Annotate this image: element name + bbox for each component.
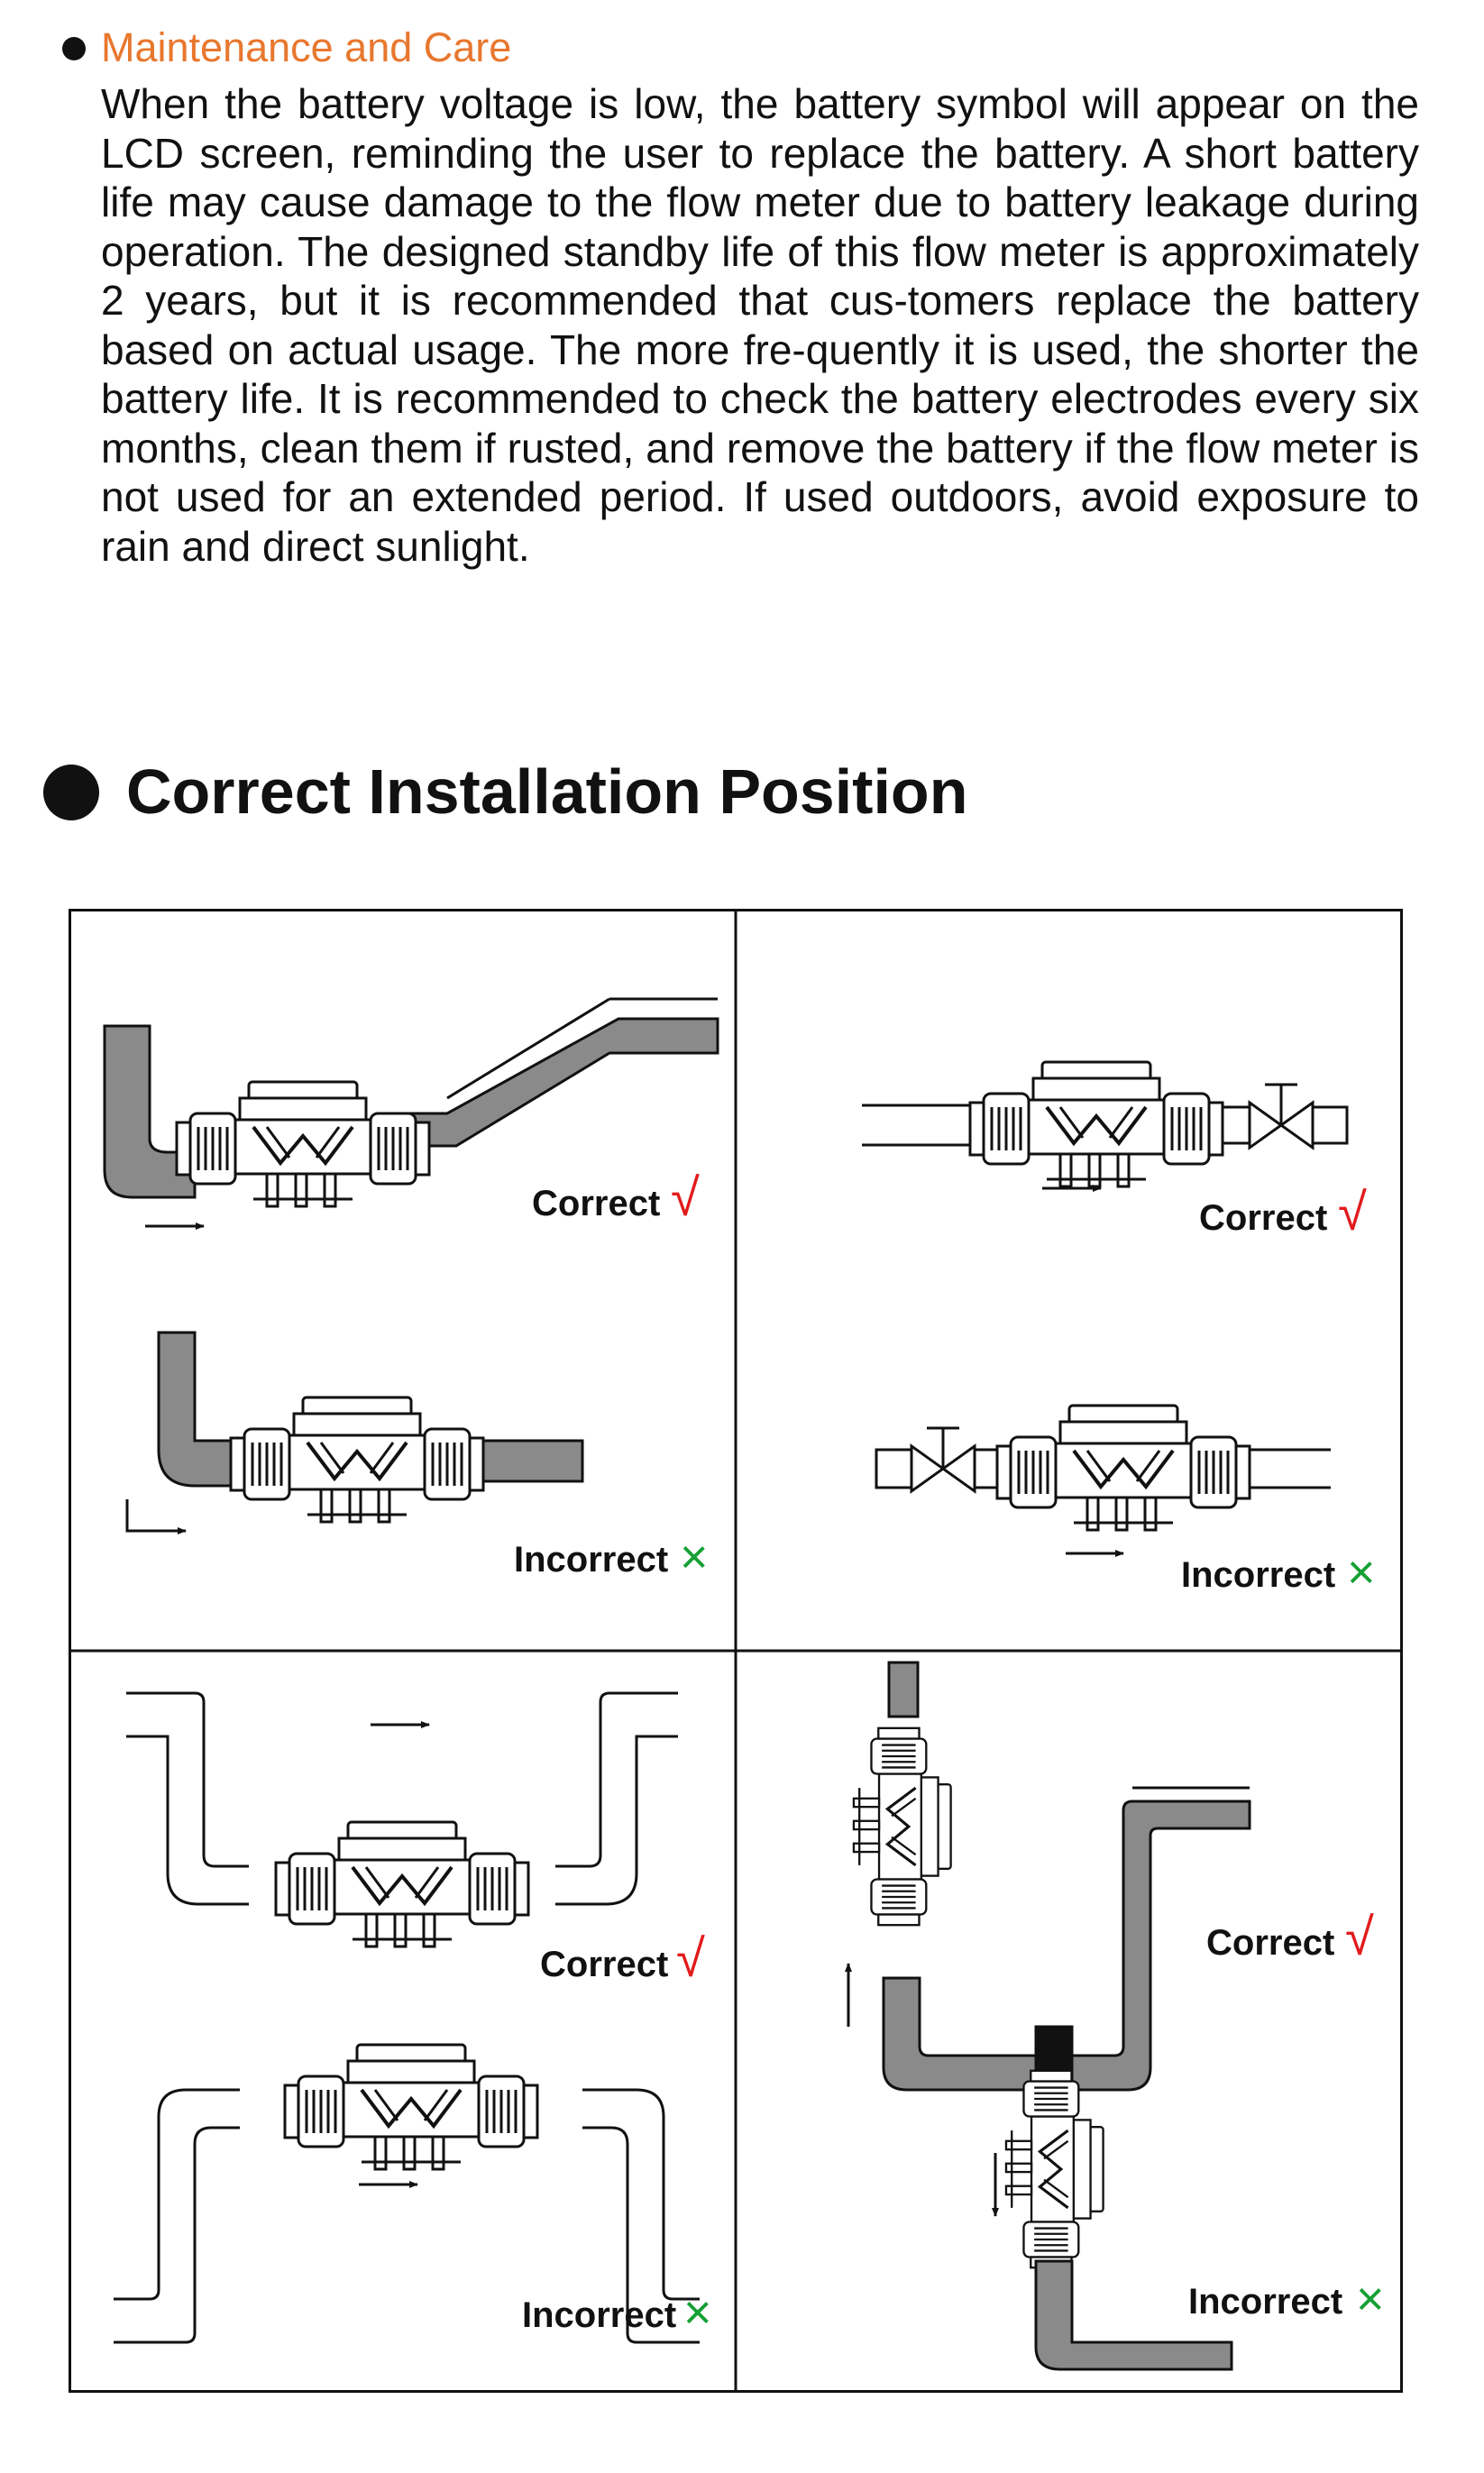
panel-1-incorrect-mark: × xyxy=(680,1530,709,1584)
installation-title: Correct Installation Position xyxy=(126,756,968,827)
panel-1: Correct √ Incorrect × xyxy=(103,997,719,1584)
panel-4: Correct √ Incorrect × xyxy=(845,1661,1385,2371)
panel-4-incorrect-mark: × xyxy=(1356,2272,1385,2326)
panel-3-correct-label: Correct xyxy=(540,1945,668,1984)
maintenance-body: When the battery voltage is low, the bat… xyxy=(101,80,1419,570)
panel-4-correct-mark: √ xyxy=(1345,1908,1374,1966)
panel-2-incorrect-label: Incorrect xyxy=(1181,1555,1335,1595)
panel-1-correct-mark: √ xyxy=(671,1168,700,1227)
bullet-icon-large xyxy=(43,765,99,820)
maintenance-title: Maintenance and Care xyxy=(101,24,512,70)
panel-3-correct-mark: √ xyxy=(676,1929,705,1988)
panel-2-correct-mark: √ xyxy=(1338,1183,1367,1241)
bullet-icon xyxy=(62,37,86,60)
panel-3: Correct √ Incorrect × xyxy=(114,1691,712,2344)
panel-2-incorrect-mark: × xyxy=(1347,1545,1376,1599)
panel-2-correct-label: Correct xyxy=(1199,1198,1327,1238)
panel-3-incorrect-label: Incorrect xyxy=(522,2295,676,2335)
installation-diagram: Correct √ Incorrect × Correct √ Incorrec… xyxy=(69,909,1403,2393)
panel-3-incorrect-mark: × xyxy=(683,2285,712,2340)
panel-4-incorrect-label: Incorrect xyxy=(1188,2282,1342,2322)
panel-1-correct-label: Correct xyxy=(532,1184,660,1223)
panel-4-correct-label: Correct xyxy=(1206,1923,1334,1963)
panel-2: Correct √ Incorrect × xyxy=(862,1060,1376,1599)
panel-1-incorrect-label: Incorrect xyxy=(514,1540,668,1580)
installation-grid: Correct √ Incorrect × Correct √ Incorrec… xyxy=(69,909,1403,2393)
